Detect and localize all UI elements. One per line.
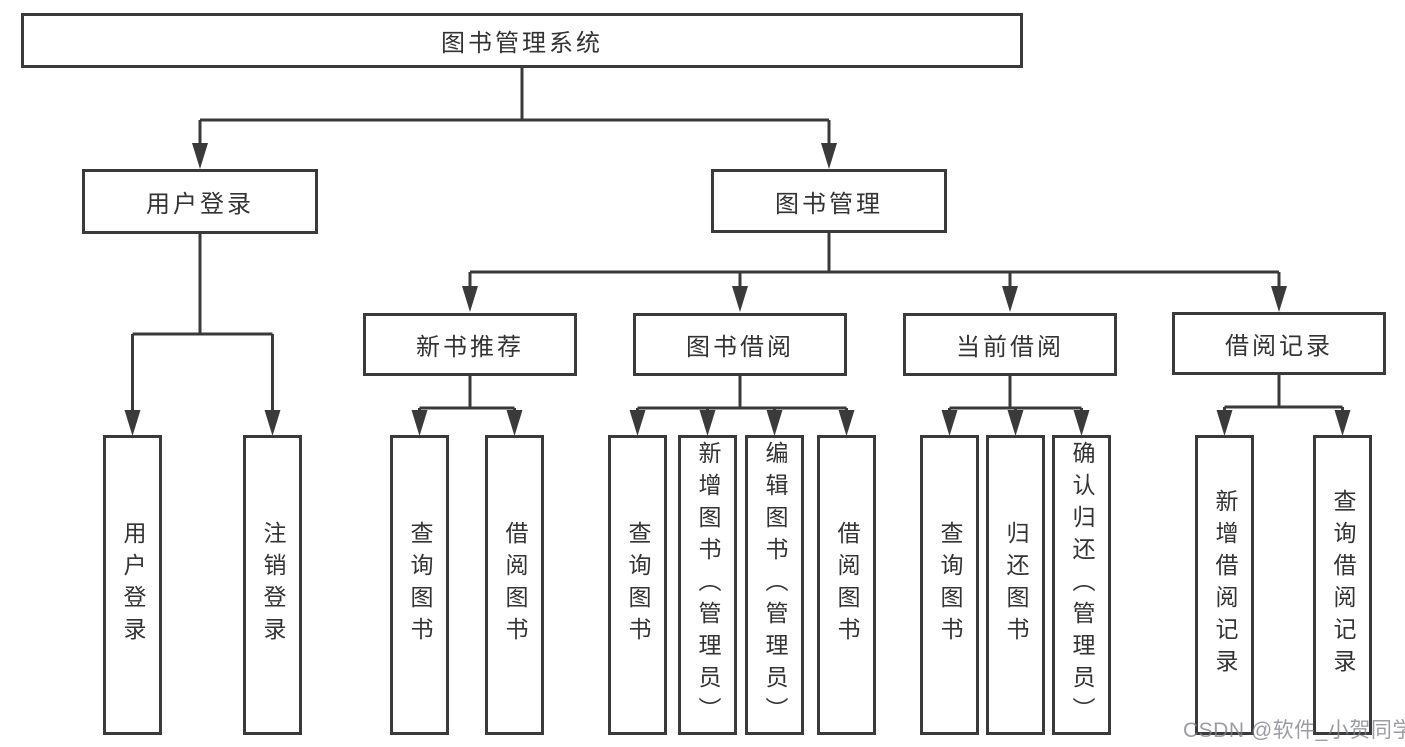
arrowheads	[124, 143, 1351, 436]
connector-current-to-leaves	[948, 374, 1083, 414]
leaf-label: 新增图书（管理员）	[695, 441, 721, 729]
leaf-borrowing-add-books-admin: 新增图书（管理员）	[678, 435, 737, 735]
leaf-user-login: 用户登录	[103, 435, 162, 735]
leaf-borrowing-edit-books-admin: 编辑图书（管理员）	[745, 435, 804, 735]
leaf-records-add-record: 新增借阅记录	[1195, 435, 1254, 735]
leaf-label: 查询借阅记录	[1330, 489, 1356, 681]
leaf-label: 查询图书	[407, 521, 433, 649]
node-user-login: 用户登录	[82, 169, 318, 234]
csdn-watermark: CSDN @软件_小贺同学	[1183, 719, 1405, 742]
node-new-book-recommend: 新书推荐	[363, 313, 577, 376]
node-system-root: 图书管理系统	[21, 13, 1023, 68]
leaf-label: 注销登录	[260, 521, 286, 649]
leaf-current-query-books: 查询图书	[920, 435, 979, 735]
leaf-current-return-books: 归还图书	[986, 435, 1045, 735]
leaf-borrowing-borrow-books: 借阅图书	[817, 435, 876, 735]
leaf-label: 编辑图书（管理员）	[762, 441, 788, 729]
leaf-logout: 注销登录	[243, 435, 302, 735]
connector-root-to-level2	[198, 66, 831, 146]
node-book-management: 图书管理	[711, 169, 947, 233]
node-label: 图书管理	[775, 190, 883, 218]
leaf-label: 归还图书	[1003, 521, 1029, 649]
connector-user-login-to-leaves	[131, 232, 274, 412]
leaf-label: 确认归还（管理员）	[1069, 441, 1095, 729]
connector-book-mgmt-to-level3	[468, 231, 1281, 288]
node-label: 图书管理系统	[441, 30, 603, 57]
node-label: 图书借阅	[686, 334, 794, 361]
leaf-label: 借阅图书	[502, 521, 528, 649]
leaf-label: 查询图书	[625, 521, 651, 649]
leaf-label: 用户登录	[120, 521, 146, 649]
leaf-newbook-query-books: 查询图书	[390, 435, 449, 735]
leaf-newbook-borrow-books: 借阅图书	[485, 435, 544, 735]
node-label: 当前借阅	[956, 334, 1064, 361]
connector-records-to-leaves	[1223, 373, 1344, 414]
leaf-label: 新增借阅记录	[1212, 489, 1238, 681]
connector-book-borrow-to-leaves	[636, 374, 848, 414]
node-current-borrowing: 当前借阅	[903, 313, 1117, 376]
connector-new-book-to-leaves	[418, 374, 516, 414]
node-label: 新书推荐	[416, 334, 524, 361]
leaf-label: 查询图书	[937, 521, 963, 649]
leaf-current-confirm-return-admin: 确认归还（管理员）	[1052, 435, 1111, 735]
node-label: 借阅记录	[1225, 333, 1333, 360]
leaf-borrowing-query-books: 查询图书	[608, 435, 667, 735]
node-borrow-records: 借阅记录	[1172, 312, 1386, 375]
leaf-records-query-record: 查询借阅记录	[1313, 435, 1372, 735]
node-book-borrowing: 图书借阅	[633, 313, 847, 376]
node-label: 用户登录	[146, 191, 254, 218]
leaf-label: 借阅图书	[834, 521, 860, 649]
